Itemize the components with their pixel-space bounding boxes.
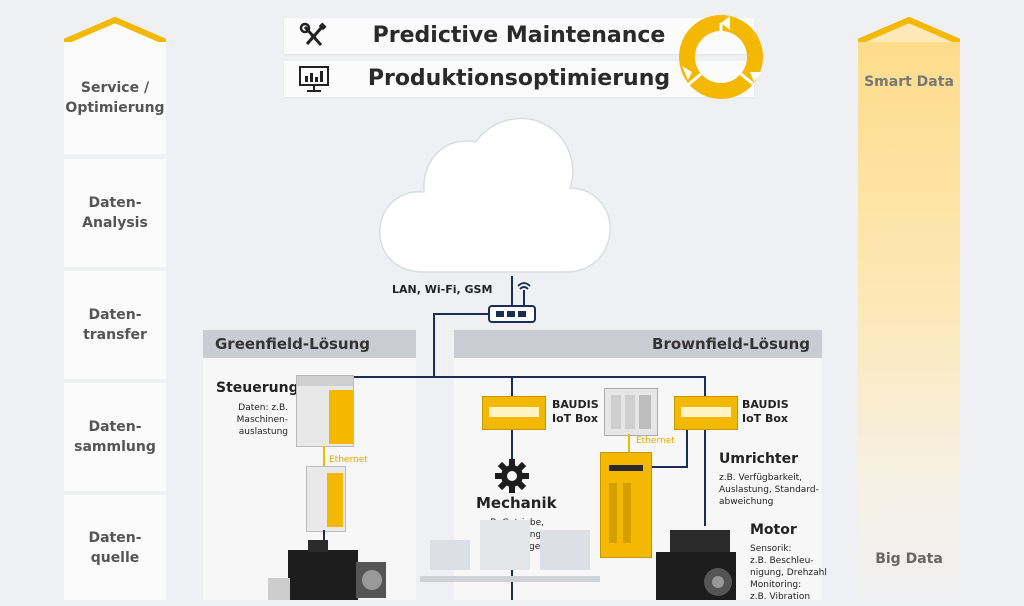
motor-title: Motor <box>750 522 797 538</box>
wire-iot2-umrichter-v <box>686 428 688 468</box>
stage-service: Service / Optimierung <box>64 42 166 154</box>
iot-box-1 <box>482 396 546 430</box>
big-data-label: Big Data <box>875 551 943 567</box>
wire-mechanik <box>511 428 513 460</box>
greenfield-header: Greenfield-Lösung <box>203 330 416 358</box>
predictive-maintenance-bar: Predictive Maintenance <box>284 18 754 54</box>
cycle-arrows-icon <box>679 15 763 99</box>
stage-label: Daten- quelle <box>88 529 142 566</box>
stage-label: Daten- sammlung <box>74 419 156 455</box>
stage-label: Daten- transfer <box>83 307 147 343</box>
umrichter-title: Umrichter <box>719 451 799 467</box>
monitor-chart-icon <box>299 66 329 92</box>
gear-icon <box>495 459 529 493</box>
mechanik-title: Mechanik <box>476 494 557 512</box>
iot-box-2 <box>674 396 738 430</box>
wire-ethernet-green <box>323 446 325 470</box>
iot-box-1-label: BAUDIS IoT Box <box>552 398 599 425</box>
wire-iot2-down <box>704 428 706 526</box>
wire-iot1 <box>511 376 513 398</box>
stage-quelle: Daten- quelle <box>64 495 166 600</box>
brownfield-controller <box>604 388 658 436</box>
steuerung-device <box>296 375 354 447</box>
right-bar <box>858 42 960 600</box>
iot-box-2-label: BAUDIS IoT Box <box>742 398 789 425</box>
stage-transfer: Daten- transfer <box>64 271 166 379</box>
wire-ethernet-brown <box>628 434 630 454</box>
wire-cloud <box>511 276 513 306</box>
predictive-maintenance-title: Predictive Maintenance <box>372 23 666 48</box>
motor-green-image <box>268 540 386 600</box>
steuerung-desc: Daten: z.B. Maschinen- auslastung <box>236 403 288 437</box>
motor-desc: Sensorik: z.B. Beschleu- nigung, Drehzah… <box>750 544 827 602</box>
umrichter-desc: z.B. Verfügbarkeit, Auslastung, Standard… <box>719 473 819 507</box>
stage-sammlung: Daten- sammlung <box>64 383 166 491</box>
wrench-screwdriver-icon <box>299 22 327 46</box>
wire-router-h <box>433 313 489 315</box>
steuerung-title: Steuerung <box>216 380 299 396</box>
smart-data-label: Smart Data <box>864 74 954 90</box>
ethernet-label-green: Ethernet <box>329 455 368 465</box>
stage-analysis: Daten- Analysis <box>64 159 166 267</box>
wire-router-down <box>433 313 435 378</box>
network-label: LAN, Wi-Fi, GSM <box>392 283 493 296</box>
greenfield-title: Greenfield-Lösung <box>215 335 371 353</box>
cloud-icon <box>379 117 611 273</box>
router-icon <box>488 282 536 323</box>
motor-brown-image <box>656 530 736 600</box>
brownfield-title: Brownfield-Lösung <box>652 335 810 353</box>
wire-iot2 <box>704 376 706 398</box>
drive-device <box>306 466 346 532</box>
wire-bus <box>323 376 706 378</box>
stage-label: Service / Optimierung <box>65 80 165 116</box>
wire-drive-motor <box>323 530 325 546</box>
produktionsoptimierung-title: Produktionsoptimierung <box>367 66 671 91</box>
ethernet-label-brown: Ethernet <box>636 436 675 446</box>
produktionsoptimierung-bar: Produktionsoptimierung <box>284 61 754 97</box>
stage-label: Daten- Analysis <box>82 195 148 231</box>
brownfield-header: Brownfield-Lösung <box>454 330 822 358</box>
umrichter-device <box>600 452 652 558</box>
factory-background-image <box>420 520 600 582</box>
wire-iot2-umrichter-h <box>648 466 688 468</box>
